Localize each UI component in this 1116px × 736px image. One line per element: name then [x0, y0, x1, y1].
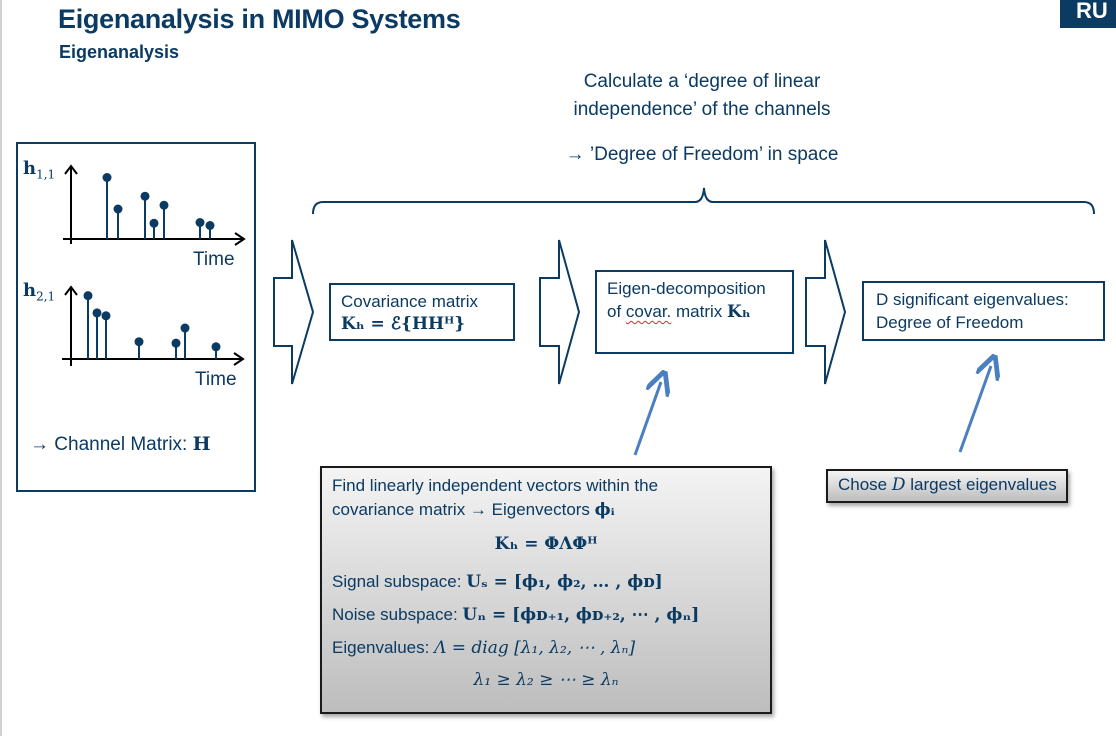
x-axis-arrowhead: [234, 232, 246, 246]
block-arrow-3: [805, 239, 847, 385]
degree-of-independence-note: Calculate a ‘degree of linear independen…: [520, 68, 884, 124]
time-axis-label-2: Time: [195, 369, 237, 390]
stem-marker: [92, 308, 102, 318]
noise-subspace-line: Noise subspace: Uₙ = [ϕᴅ₊₁, ϕᴅ₊₂, ⋯ , ϕₙ…: [332, 603, 760, 627]
plot-label-subscript: 1,1: [36, 167, 56, 182]
signal-subspace-label: Signal subspace:: [332, 572, 467, 591]
dof-line-2: Degree of Freedom: [876, 313, 1024, 332]
covariance-symbol: Kₕ: [727, 302, 751, 322]
text-prefix: of: [607, 302, 626, 321]
y-axis-arrowhead: [64, 164, 78, 175]
plot-label-h21: h2,1: [23, 280, 55, 304]
dof-line-1: D significant eigenvalues:: [876, 290, 1069, 309]
stem-marker: [180, 323, 190, 333]
eigenvalue-ordering: λ₁ ≥ λ₂ ≥ ⋯ ≥ λₙ: [473, 670, 619, 690]
decomposition-formula: Kₕ = ΦΛΦᴴ: [494, 534, 598, 554]
eigen-decomposition-title: Eigen-decomposition: [607, 279, 766, 298]
slide-left-border: [0, 0, 2, 736]
block-arrow-1: [273, 239, 315, 385]
university-logo: RU: [1060, 0, 1116, 28]
pointer-arrow-eigen: [633, 382, 661, 456]
chose-suffix: largest eigenvalues: [905, 475, 1057, 494]
stem-marker: [83, 291, 93, 301]
find-line-2: covariance matrix → Eigenvectors ϕᵢ: [332, 498, 760, 522]
plot-label-subscript: 2,1: [36, 289, 56, 304]
stem-marker: [149, 218, 159, 228]
stem-marker: [134, 337, 144, 347]
stem-marker: [140, 191, 150, 201]
plot-label-base: h: [23, 158, 37, 179]
find-line-2-text: covariance matrix → Eigenvectors: [332, 500, 595, 519]
eigenvalues-line: Eigenvalues: Λ = diag [λ₁, λ₂, ⋯ , λₙ]: [332, 636, 760, 660]
stem-marker: [102, 173, 112, 182]
block-arrow-2: [539, 239, 581, 385]
signal-subspace-formula: Uₛ = [ϕ₁, ϕ₂, … , ϕᴅ]: [466, 572, 663, 592]
chose-prefix: Chose: [838, 475, 892, 494]
stem-marker: [159, 200, 169, 210]
slide-title: Eigenanalysis in MIMO Systems: [58, 4, 461, 34]
stem-marker: [101, 311, 111, 321]
d-symbol: D: [891, 475, 906, 495]
eigenvector-explanation-box: Find linearly independent vectors within…: [320, 466, 772, 714]
covariance-formula: Kₕ = ℰ{HHᴴ}: [341, 314, 466, 334]
stem-plot-2: [62, 285, 245, 366]
find-line-1: Find linearly independent vectors within…: [332, 476, 659, 495]
signal-subspace-line: Signal subspace: Uₛ = [ϕ₁, ϕ₂, … , ϕᴅ]: [332, 570, 760, 594]
stem-plot-1: [63, 164, 246, 246]
degree-of-freedom-note: → ’Degree of Freedom’ in space: [565, 144, 839, 165]
eigenvalues-label: Eigenvalues:: [332, 638, 435, 657]
plot-label-h11: h1,1: [23, 158, 55, 182]
stem-marker: [211, 342, 221, 352]
y-axis-arrowhead: [64, 285, 78, 296]
stem-marker: [205, 221, 215, 230]
covariance-matrix-box: Covariance matrix Kₕ = ℰ{HHᴴ}: [329, 283, 515, 341]
x-axis-arrowhead: [233, 352, 245, 366]
eigen-decomposition-box: Eigen-decomposition of covar. matrix Kₕ: [595, 270, 794, 354]
pointer-arrow-dof: [958, 366, 991, 453]
stem-marker: [113, 204, 123, 214]
slide-subtitle: Eigenanalysis: [59, 42, 180, 62]
channel-impulse-panel: [16, 142, 256, 492]
conclusion-text: → Channel Matrix:: [30, 434, 193, 455]
note-line-2: independence’ of the channels: [573, 99, 831, 120]
note-line-1: Calculate a ‘degree of linear: [583, 71, 821, 92]
degree-of-freedom-box: D significant eigenvalues: Degree of Fre…: [862, 281, 1105, 341]
covariance-title: Covariance matrix: [341, 292, 478, 311]
curly-brace: [312, 187, 1095, 215]
eigen-decomposition-subtitle: of covar. matrix Kₕ: [607, 300, 782, 324]
eigenvector-symbol: ϕᵢ: [594, 500, 615, 520]
stem-marker: [171, 338, 181, 348]
text-suffix: matrix: [671, 302, 727, 321]
plot-label-base: h: [23, 280, 37, 301]
stem-marker: [195, 218, 205, 227]
time-axis-label-1: Time: [193, 249, 235, 270]
noise-subspace-formula: Uₙ = [ϕᴅ₊₁, ϕᴅ₊₂, ⋯ , ϕₙ]: [462, 605, 700, 625]
choose-eigenvalues-box: Chose D largest eigenvalues: [826, 469, 1068, 503]
noise-subspace-label: Noise subspace:: [332, 605, 463, 624]
channel-matrix-conclusion: → Channel Matrix: H: [30, 433, 211, 456]
spellcheck-flagged-word: covar.: [625, 302, 672, 321]
channel-matrix-symbol: H: [192, 433, 211, 455]
eigenvalues-formula: Λ = diag [λ₁, λ₂, ⋯ , λₙ]: [434, 638, 636, 658]
